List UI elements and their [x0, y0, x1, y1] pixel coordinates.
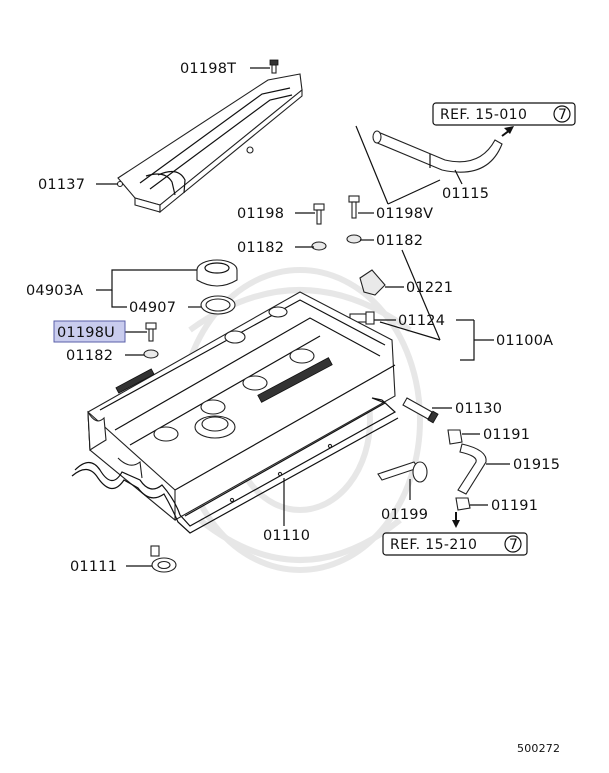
diagram-id: 500272 — [517, 742, 560, 755]
label-01198T[interactable]: 01198T — [180, 61, 236, 77]
label-01221[interactable]: 01221 — [406, 280, 453, 296]
label-01124[interactable]: 01124 — [398, 313, 445, 329]
label-01182-left[interactable]: 01182 — [66, 348, 113, 364]
washer-01182-b — [346, 234, 362, 244]
label-01199[interactable]: 01199 — [381, 507, 428, 523]
clamp-01191-b — [455, 497, 471, 511]
tie-01199-part — [377, 461, 428, 483]
hose-01915-part — [457, 443, 487, 495]
top-cover-part — [116, 73, 303, 214]
label-04903A[interactable]: 04903A — [26, 283, 83, 299]
ref-box-bottom: REF. 15-210 7 — [382, 532, 528, 556]
washer-01182-a — [311, 241, 327, 251]
gasket-01110-part — [71, 397, 399, 534]
bolt-01198V — [348, 195, 360, 219]
ref-text-bottom: REF. 15-210 — [390, 537, 477, 553]
bolt-01198U — [145, 322, 157, 342]
label-01198[interactable]: 01198 — [237, 206, 284, 222]
label-01182-top-left[interactable]: 01182 — [237, 240, 284, 256]
oil-cap-part — [196, 259, 238, 287]
leader-lines — [96, 67, 510, 567]
arrow-icon — [501, 126, 514, 137]
bolt-01198 — [313, 203, 325, 225]
arrow-icon — [452, 512, 460, 528]
ref-text-top: REF. 15-010 — [440, 107, 527, 123]
label-01115[interactable]: 01115 — [442, 186, 489, 202]
label-01198U[interactable]: 01198U — [57, 325, 115, 341]
label-01130[interactable]: 01130 — [455, 401, 502, 417]
ref-number-top: 7 — [558, 107, 567, 123]
circled-number-icon — [504, 535, 522, 553]
label-01182-top-right[interactable]: 01182 — [376, 233, 423, 249]
ref-number-bottom: 7 — [509, 537, 518, 553]
sensor-01130-part — [402, 397, 439, 424]
bolt-01111-part — [150, 545, 177, 573]
washer-01182-c — [143, 349, 159, 359]
hose-01115-part — [372, 130, 503, 173]
label-01191-bottom[interactable]: 01191 — [491, 498, 538, 514]
label-01110[interactable]: 01110 — [263, 528, 310, 544]
label-04907[interactable]: 04907 — [129, 300, 176, 316]
label-01111[interactable]: 01111 — [70, 559, 117, 575]
label-01915[interactable]: 01915 — [513, 457, 560, 473]
cap-gasket-part — [200, 295, 236, 315]
valve-cover-part — [87, 291, 396, 522]
bolt-01198T — [269, 59, 279, 74]
label-01100A[interactable]: 01100A — [496, 333, 553, 349]
ref-box-top: REF. 15-010 7 — [432, 102, 576, 126]
circled-number-icon — [553, 105, 571, 123]
clamp-01191-a — [447, 429, 463, 445]
baffle-01221-part — [359, 269, 386, 296]
label-01191-top[interactable]: 01191 — [483, 427, 530, 443]
label-01198V[interactable]: 01198V — [376, 206, 433, 222]
highlight-box — [53, 320, 126, 343]
label-01137[interactable]: 01137 — [38, 177, 85, 193]
